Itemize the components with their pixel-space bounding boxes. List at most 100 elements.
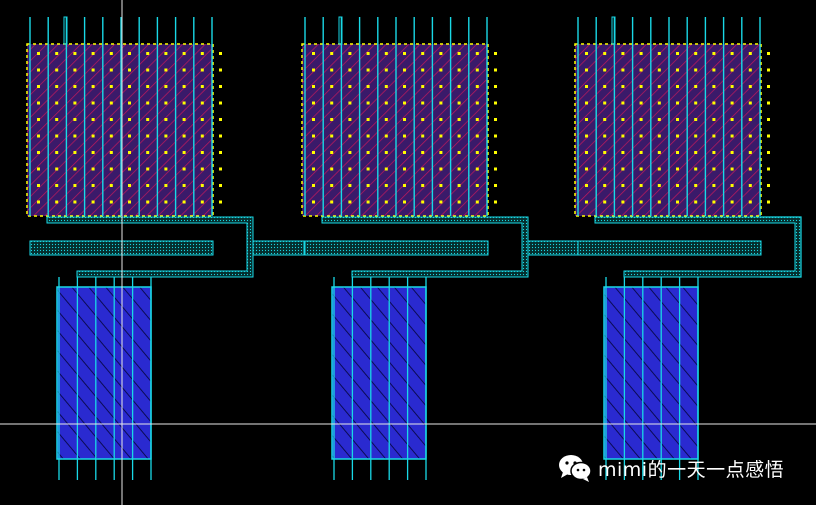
pmos-contact [146,151,150,154]
pmos-contact [603,68,607,72]
pmos-contact [439,200,443,204]
pmos-contact [146,134,150,138]
pmos-contact [676,200,679,204]
pmos-contact [676,184,679,187]
pmos-contact [457,200,461,204]
pmos-contact [657,184,661,187]
pmos-contact [403,101,406,105]
pmos-contact [748,101,752,105]
pmos-contact [767,151,770,154]
pmos-contact [621,200,625,204]
pmos-contact [55,118,59,121]
pmos-contact [730,68,734,72]
pmos-tap [338,16,343,45]
pmos-contact [200,134,204,138]
pmos-contact [439,167,443,171]
pmos-contact [421,101,425,105]
pmos-contact [384,52,388,55]
pmos-contact [182,118,186,121]
pmos-contact [421,184,425,187]
pmos-contact [219,85,222,88]
pmos-contact [55,167,59,171]
pmos-contact [712,52,716,55]
pmos-contact [146,52,150,55]
pmos-contact [312,200,315,204]
pmos-contact [384,200,388,204]
pmos-contact [475,200,479,204]
pmos-contact [694,151,698,154]
pmos-contact [748,134,752,138]
wechat-icon [559,455,592,482]
pmos-contact [657,134,661,138]
pmos-contact [200,200,204,204]
pmos-contact [73,167,77,171]
pmos-contact [164,85,168,88]
pmos-contact [128,134,131,138]
pmos-contact [55,68,59,72]
pmos-contact [109,118,113,121]
pmos-contact [676,151,679,154]
pmos-contact [694,167,698,171]
pmos-contact [439,118,443,121]
pmos-contact [128,167,131,171]
pmos-contact [219,134,222,138]
pmos-contact [439,68,443,72]
pmos-contact [457,118,461,121]
pmos-contact [639,200,643,204]
inverter-chain [26,16,802,480]
gate-poly-bar [577,240,762,256]
pmos-contact [421,151,425,154]
pmos-contact [182,151,186,154]
pmos-contact [403,68,406,72]
pmos-contact [219,200,222,204]
pmos-contact [767,101,770,105]
pmos-contact [200,167,204,171]
output-rail [760,216,802,278]
pmos-contact [730,200,734,204]
pmos-contact [312,68,315,72]
pmos-contact [366,85,370,88]
pmos-contact [330,68,334,72]
pmos-contact [712,134,716,138]
pmos-contact [730,151,734,154]
pmos-contact [91,68,95,72]
pmos-contact [164,200,168,204]
pmos-contact [128,101,131,105]
pmos-contact [657,68,661,72]
pmos-contact [748,52,752,55]
pmos-contact [457,184,461,187]
pmos-contact [403,200,406,204]
pmos-contact [366,101,370,105]
pmos-contact [603,167,607,171]
pmos-contact [621,167,625,171]
pmos-contact [657,101,661,105]
pmos-contact [348,134,352,138]
pmos-contact [494,101,497,105]
pmos-contact [494,151,497,154]
pmos-contact [421,200,425,204]
pmos-contact [109,184,113,187]
pmos-tap [63,16,68,45]
pmos-contact [767,184,770,187]
pmos-contact [91,134,95,138]
pmos-contact [694,118,698,121]
pmos-contact [200,101,204,105]
pmos-contact [621,101,625,105]
pmos-contact [639,101,643,105]
pmos-contact [475,101,479,105]
pmos-contact [603,118,607,121]
pmos-contact [164,151,168,154]
pmos-contact [621,85,625,88]
pmos-contact [457,52,461,55]
pmos-contact [73,184,77,187]
pmos-contact [494,118,497,121]
pmos-contact [676,68,679,72]
pmos-contact [366,52,370,55]
pmos-contact [712,85,716,88]
pmos-contact [312,85,315,88]
pmos-contact [639,52,643,55]
pmos-contact [439,101,443,105]
pmos-contact [730,134,734,138]
pmos-contact [330,167,334,171]
